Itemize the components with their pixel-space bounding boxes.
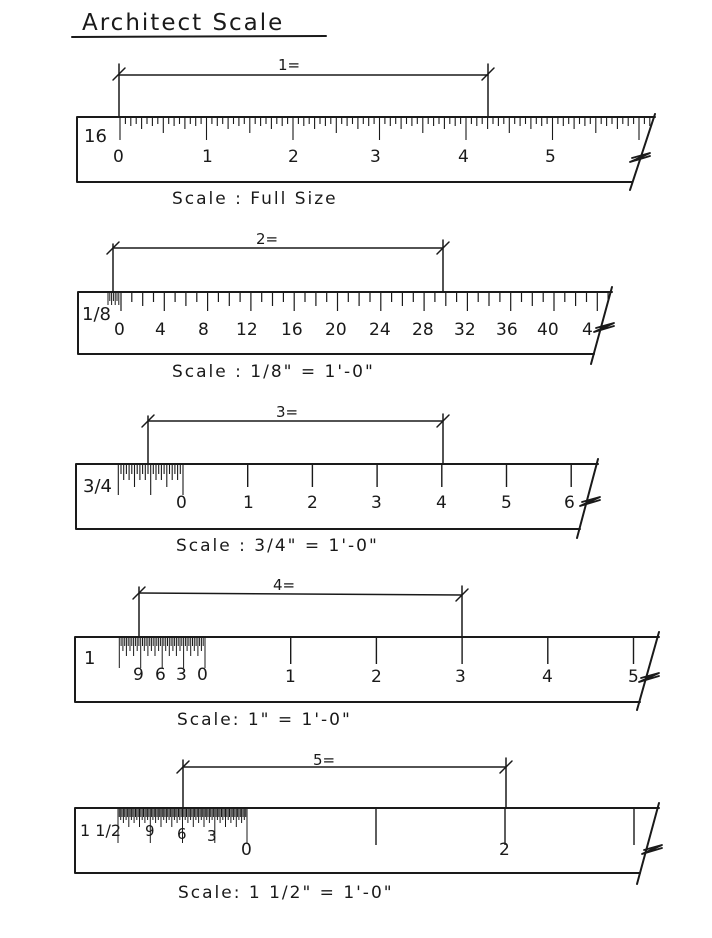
tick-label: 2 (288, 147, 299, 167)
dimension-line: 1= (112, 56, 495, 117)
tick-label: 6 (564, 493, 575, 513)
ruler-body (76, 116, 656, 183)
break-line (629, 113, 656, 191)
tick-label: 6 (177, 825, 187, 843)
scale-caption: Scale : Full Size (172, 189, 338, 209)
tick-label: 6 (155, 665, 166, 685)
tick-label: 0 (176, 493, 187, 513)
dimension-label: 2= (256, 230, 278, 248)
ruler-full-size: 1= 16 0 1 2 3 4 5 Scale : Full Size (76, 56, 656, 209)
ruler-numbers: 0 1 2 3 4 5 (113, 147, 556, 167)
ruler-ticks (117, 465, 572, 495)
dimension-line: 3= (141, 403, 450, 465)
break-mark (593, 322, 615, 333)
tick-label: 5 (628, 667, 639, 687)
tick-label: 12 (236, 320, 258, 340)
ruler-ticks (117, 809, 635, 845)
ruler-three-quarter-inch: 3= 3/4 0 1 2 3 4 5 6 Scale : 3/4" = 1'-0… (75, 403, 601, 556)
scale-caption: Scale : 1/8" = 1'-0" (172, 362, 375, 382)
dimension-label: 3= (276, 403, 298, 421)
ruler-eighth-inch: 2= 1/8 0 4 8 12 16 20 24 28 32 36 40 4 S… (77, 230, 615, 382)
tick-label: 5 (545, 147, 556, 167)
tick-label: 4 (542, 667, 553, 687)
ruler-one-and-half-inch: 5= 1 1/2 9 6 3 0 2 Scale: 1 1/2" = 1'-0" (74, 751, 663, 903)
scale-caption: Scale : 3/4" = 1'-0" (176, 536, 379, 556)
ruler-body (75, 463, 599, 530)
ruler-ticks (119, 118, 651, 140)
tick-label: 32 (454, 320, 476, 340)
ruler-numbers: 0 4 8 12 16 20 24 28 32 36 40 4 (114, 320, 593, 340)
tick-label: 4 (458, 147, 469, 167)
ruler-ticks (107, 293, 609, 311)
tick-label: 1 (243, 493, 254, 513)
ruler-numbers: 0 1 2 3 4 5 6 (176, 493, 575, 513)
tick-label: 0 (197, 665, 208, 685)
dimension-line: 5= (176, 751, 513, 809)
dimension-line: 2= (106, 230, 450, 293)
dimension-label: 5= (313, 751, 335, 769)
tick-label: 9 (145, 822, 155, 840)
ruler-numbers: 9 6 3 0 2 (145, 822, 510, 860)
tick-label: 3 (371, 493, 382, 513)
tick-label: 2 (307, 493, 318, 513)
dimension-label: 1= (278, 56, 300, 74)
ruler-body (77, 291, 613, 355)
scale-family-label: 3/4 (83, 476, 112, 497)
tick-label: 0 (114, 320, 125, 340)
scale-family-label: 1 1/2 (80, 821, 121, 840)
break-mark (629, 152, 651, 163)
ruler-ticks (118, 638, 635, 668)
tick-label: 4 (436, 493, 447, 513)
tick-label: 0 (241, 840, 252, 860)
tick-label: 24 (369, 320, 391, 340)
tick-label: 8 (198, 320, 209, 340)
scale-caption: Scale: 1" = 1'-0" (177, 710, 352, 730)
tick-label: 4 (582, 320, 593, 340)
tick-label: 5 (501, 493, 512, 513)
tick-label: 36 (496, 320, 518, 340)
dimension-line: 4= (132, 576, 469, 638)
ruler-body (74, 807, 660, 874)
title-underline (71, 35, 327, 38)
tick-label: 3 (370, 147, 381, 167)
ruler-one-inch: 4= 1 9 6 3 0 1 2 3 4 5 Scale: 1" = 1'-0" (74, 576, 660, 730)
tick-label: 1 (202, 147, 213, 167)
scale-caption: Scale: 1 1/2" = 1'-0" (178, 883, 394, 903)
tick-label: 3 (207, 827, 217, 845)
tick-label: 16 (281, 320, 303, 340)
tick-label: 28 (412, 320, 434, 340)
scale-family-label: 1/8 (82, 304, 111, 325)
tick-label: 2 (499, 840, 510, 860)
tick-label: 1 (285, 667, 296, 687)
break-line (636, 802, 660, 885)
break-mark (579, 496, 601, 507)
tick-label: 3 (176, 665, 187, 685)
tick-label: 3 (455, 667, 466, 687)
break-line (636, 631, 660, 711)
dimension-label: 4= (273, 576, 295, 594)
ruler-body (74, 636, 660, 703)
page-title: Architect Scale (82, 10, 284, 36)
tick-label: 4 (155, 320, 166, 340)
tick-label: 9 (133, 665, 144, 685)
tick-label: 0 (113, 147, 124, 167)
tick-label: 40 (537, 320, 559, 340)
break-mark (638, 672, 660, 683)
scale-family-label: 16 (84, 126, 107, 147)
scale-family-label: 1 (84, 648, 95, 669)
tick-label: 2 (371, 667, 382, 687)
ruler-numbers: 9 6 3 0 1 2 3 4 5 (133, 665, 639, 687)
tick-label: 20 (325, 320, 347, 340)
break-mark (641, 844, 663, 855)
break-line (576, 458, 599, 539)
